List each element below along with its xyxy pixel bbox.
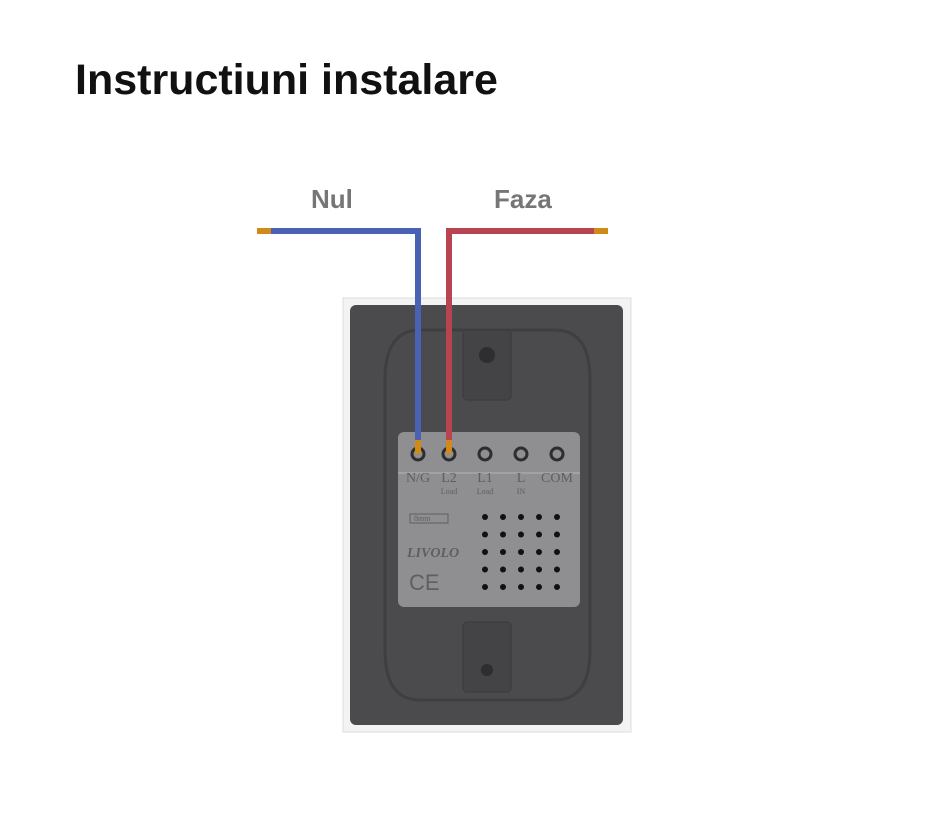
phase-wire-tip bbox=[594, 228, 608, 234]
vent-hole bbox=[482, 549, 488, 555]
terminal-sublabel: Load bbox=[441, 487, 457, 496]
strip-gauge-box bbox=[409, 513, 449, 524]
phase-wire bbox=[446, 228, 603, 446]
vent-hole bbox=[518, 514, 524, 520]
vent-hole bbox=[536, 514, 542, 520]
vent-hole bbox=[500, 514, 506, 520]
terminal-screw bbox=[549, 446, 565, 462]
vent-hole bbox=[554, 549, 560, 555]
vent-hole bbox=[482, 514, 488, 520]
vent-hole bbox=[536, 584, 542, 590]
plate-groove bbox=[383, 328, 592, 702]
vent-hole bbox=[500, 531, 506, 538]
vent-hole bbox=[554, 514, 560, 520]
terminal-sublabel: IN bbox=[517, 487, 526, 496]
neutral-wire-tip bbox=[257, 228, 271, 234]
terminal-sublabel: Load bbox=[477, 487, 493, 496]
vent-holes bbox=[482, 514, 560, 590]
terminal-label: N/G bbox=[406, 471, 430, 486]
vent-hole bbox=[536, 549, 542, 555]
vent-hole bbox=[482, 566, 488, 573]
vent-hole bbox=[536, 566, 542, 573]
mount-tab-bottom bbox=[462, 621, 512, 693]
vent-hole bbox=[536, 531, 542, 538]
terminal-label: L1 bbox=[477, 471, 493, 486]
page-title: Instructiuni instalare bbox=[75, 56, 498, 104]
terminal-label: L bbox=[517, 471, 526, 486]
vent-hole bbox=[518, 566, 524, 573]
terminal-label: COM bbox=[541, 471, 573, 486]
terminal-screw bbox=[477, 446, 493, 462]
vent-hole bbox=[518, 531, 524, 538]
vent-hole bbox=[554, 584, 560, 590]
switch-module bbox=[398, 432, 580, 607]
ce-mark: CE bbox=[409, 570, 440, 595]
mount-hole-bottom bbox=[481, 664, 493, 676]
module-divider bbox=[398, 472, 580, 474]
vent-hole bbox=[554, 531, 560, 538]
mount-tab-top bbox=[462, 329, 512, 401]
neutral-wire-label: Nul bbox=[311, 184, 353, 214]
vent-hole bbox=[518, 549, 524, 555]
brand-logo: LIVOLO bbox=[406, 546, 459, 561]
terminal-screw bbox=[513, 446, 529, 462]
vent-hole bbox=[500, 566, 506, 573]
vent-hole bbox=[500, 584, 506, 590]
terminal-label: L2 bbox=[441, 471, 457, 486]
vent-hole bbox=[500, 549, 506, 555]
neutral-wire bbox=[262, 228, 421, 446]
vent-hole bbox=[482, 531, 488, 538]
vent-hole bbox=[518, 584, 524, 590]
neutral-wire-terminal-tip bbox=[415, 440, 421, 454]
mount-hole-top bbox=[479, 347, 495, 363]
phase-wire-label: Faza bbox=[494, 184, 552, 214]
vent-hole bbox=[482, 584, 488, 590]
vent-hole bbox=[554, 566, 560, 573]
strip-gauge: 8mm bbox=[414, 514, 431, 523]
phase-wire-terminal-tip bbox=[446, 440, 452, 454]
